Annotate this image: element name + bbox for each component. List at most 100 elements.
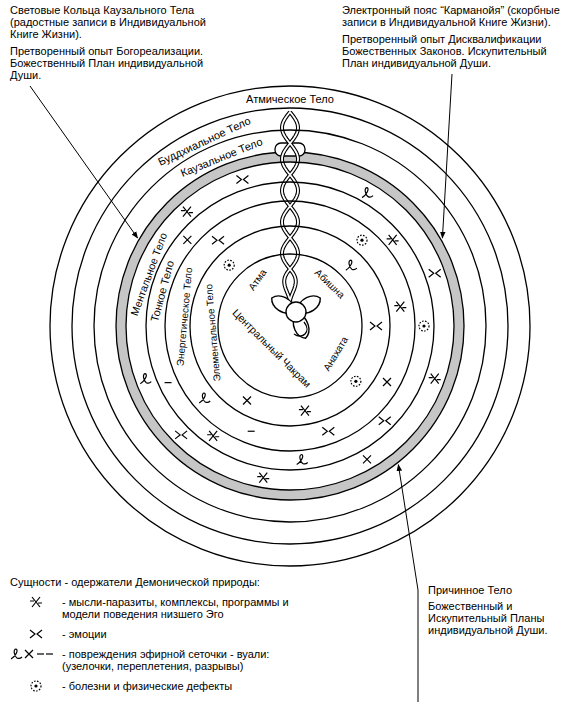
ring-circle <box>50 86 530 566</box>
part-label: Абишна <box>312 267 347 301</box>
disease-mark <box>351 376 361 386</box>
entity-symbol <box>175 431 187 439</box>
ring-label: Элементальное Тело <box>203 284 223 382</box>
entity-symbol <box>357 235 367 245</box>
label-holder: Божественный и Искупительный Планы индив… <box>428 600 573 636</box>
ring-outline <box>126 162 454 490</box>
entity-symbol <box>346 260 357 270</box>
body-ring: Каузальное ТелоМентальное ТелоТонкое Тел… <box>94 130 486 522</box>
ring-circle <box>165 201 415 451</box>
disease-dot <box>228 264 231 267</box>
ring-outline <box>72 108 508 544</box>
entity-mark <box>199 393 210 403</box>
body-ring: Ментальное ТелоТонкое ТелоЭнергетическое… <box>126 162 454 490</box>
annotation: Причинное Тело <box>428 584 573 596</box>
entity-symbol <box>236 176 248 184</box>
entity-mark <box>183 236 191 244</box>
entity-mark <box>25 650 33 658</box>
ring-label: Атмическое Тело <box>246 93 334 106</box>
ring-label: Энергетическое Тело <box>174 267 194 367</box>
annotation: Электронный пояс “Карманойя” (скорбные з… <box>342 4 572 28</box>
ring-outline <box>50 86 530 566</box>
ring-outline <box>165 201 415 451</box>
legend-text: - болезни и физические дефекты <box>62 680 302 692</box>
entity-symbol <box>429 374 441 384</box>
entity-symbol <box>297 454 308 464</box>
entity-mark <box>346 260 357 270</box>
label-holder: Претворенный опыт Богореализации. Божест… <box>10 45 235 81</box>
entity-mark <box>429 374 441 384</box>
entity-mark <box>207 431 219 441</box>
entity-symbol <box>207 431 219 441</box>
disease-dot <box>360 239 363 242</box>
helix-strand <box>282 112 298 312</box>
annotation: Претворенный опыт Дисквалификации Божест… <box>342 33 572 69</box>
entity-mark <box>297 454 308 464</box>
entity-mark <box>429 269 441 277</box>
legend-sample <box>30 597 42 607</box>
legend-row: - эмоции <box>62 628 302 640</box>
ring-circle <box>126 162 454 490</box>
entity-symbol <box>257 473 269 483</box>
entity-mark <box>140 374 151 384</box>
entity-symbol <box>212 236 224 244</box>
entity-symbol <box>370 322 382 330</box>
entity-symbol <box>181 207 193 217</box>
entity-mark <box>383 378 391 386</box>
label-holder: Претворенный опыт Дисквалификации Божест… <box>342 33 572 69</box>
body-ring: Атмическое ТелоБуддхиальное ТелоКаузальн… <box>50 86 530 566</box>
entity-mark <box>362 188 373 198</box>
part-label: Атма <box>246 267 269 293</box>
entity-mark <box>322 427 334 435</box>
ring-outline <box>94 130 486 522</box>
legend-text: - повреждения эфирной сеточки - вуали: (… <box>62 648 302 672</box>
disease-dot <box>354 380 357 383</box>
disease-dot <box>422 324 425 327</box>
label-holder: Анахата <box>317 348 355 360</box>
helix-strand-core <box>282 112 298 312</box>
ring-circle <box>190 226 390 426</box>
entity-mark <box>370 322 382 330</box>
entity-mark <box>257 473 269 483</box>
ring-circle <box>218 254 362 398</box>
entity-symbol <box>379 417 391 425</box>
entity-symbol <box>243 396 251 404</box>
helix-strand <box>282 112 298 312</box>
legend-sample <box>25 650 33 658</box>
entity-symbol <box>183 236 191 244</box>
disease-mark <box>357 235 367 245</box>
entity-mark <box>387 235 399 245</box>
entity-mark <box>175 431 187 439</box>
leader-line <box>398 465 418 702</box>
entity-symbol <box>419 321 429 331</box>
flower-curl <box>294 322 307 336</box>
legend-sample <box>37 654 44 655</box>
entity-symbol <box>387 235 399 245</box>
legend-row: - мысли-паразиты, комплексы, программы и… <box>62 596 302 620</box>
entity-mark <box>394 302 406 312</box>
disease-mark <box>31 681 41 691</box>
legend-text: - мысли-паразиты, комплексы, программы и… <box>62 596 302 620</box>
label-holder: Абишна <box>311 278 348 290</box>
leader-line <box>30 86 138 238</box>
helix-strand-core <box>282 112 298 312</box>
legend-row: - болезни и физические дефекты <box>62 680 302 692</box>
disease-mark <box>224 260 234 270</box>
entity-mark <box>243 396 251 404</box>
disease-mark <box>419 321 429 331</box>
entity-symbol <box>224 260 234 270</box>
entity-symbol <box>362 188 373 198</box>
body-ring: Буддхиальное ТелоКаузальное ТелоМентальн… <box>72 108 508 544</box>
entity-mark <box>379 417 391 425</box>
body-ring: Энергетическое ТелоЭлементальное ТелоЦен… <box>165 201 415 451</box>
annotation: Претворенный опыт Богореализации. Божест… <box>10 45 235 81</box>
entity-symbol <box>140 374 151 384</box>
ring-circle <box>146 182 434 470</box>
legend-sample <box>31 681 41 691</box>
entity-mark <box>181 207 193 217</box>
label-holder: Световые Кольца Каузального Тела (радост… <box>10 4 235 40</box>
entity-symbol <box>248 431 255 432</box>
entity-mark <box>299 406 311 416</box>
entity-symbol <box>429 269 441 277</box>
